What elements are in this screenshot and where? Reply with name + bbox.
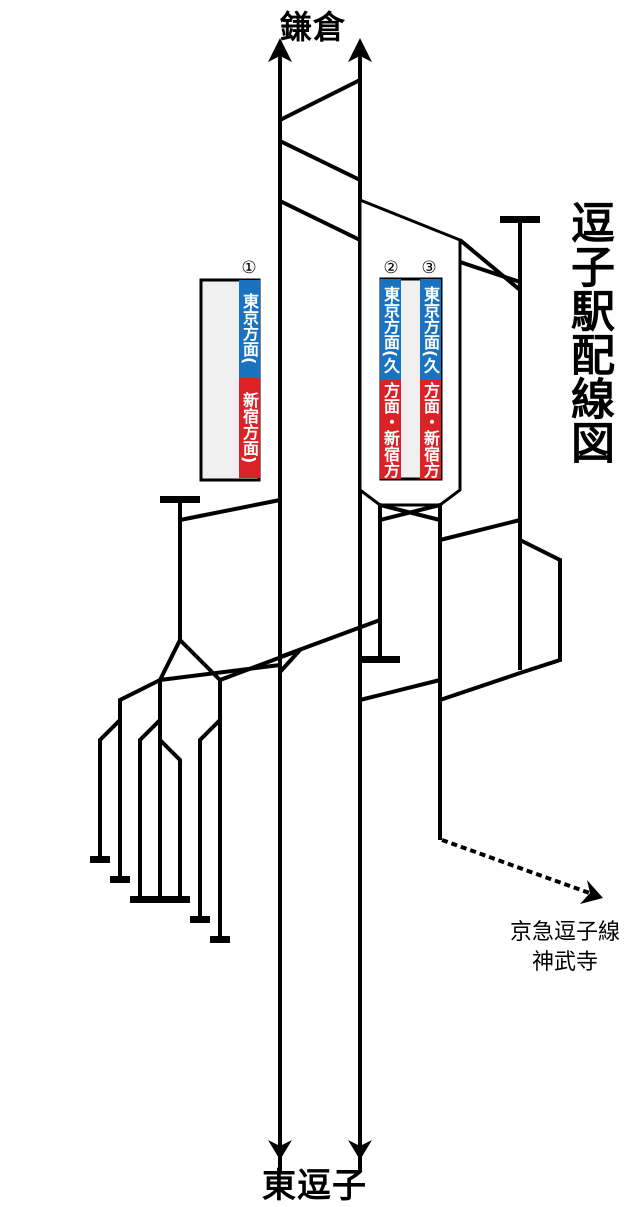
platform-3-sign: 東京方面(久里浜 方面・新宿方面) <box>420 279 441 479</box>
track-to-platform-top <box>458 238 522 292</box>
keikyu-branch-line <box>441 838 596 897</box>
platform-1-sign: 東京方面( 新宿方面) <box>239 280 260 478</box>
branch-line-name: 京急逗子線 <box>509 920 620 945</box>
yard-crossover <box>278 648 302 674</box>
track-3-loop-return <box>439 671 521 702</box>
platform-3-sign-red: 方面・新宿方面) <box>420 380 441 479</box>
buffer-stop-yard-5 <box>210 936 230 943</box>
platform-number-2: ② <box>383 258 399 278</box>
yard-to-track-2 <box>279 618 381 659</box>
yard-track-1 <box>118 678 161 880</box>
branch-label: 京急逗子線 神武寺 <box>490 918 640 978</box>
platform-2-sign-red: 方面・新宿方面) <box>380 380 401 479</box>
buffer-stop-1 <box>160 496 200 503</box>
track-to-siding-right <box>459 260 521 284</box>
platform-2-sign: 東京方面(久里浜 方面・新宿方面) <box>380 279 401 479</box>
yard-lead-1 <box>159 663 281 682</box>
yard-track-4 <box>138 718 162 900</box>
diagram-title: 逗子駅配線図 <box>563 200 614 464</box>
buffer-stop-2 <box>360 656 400 663</box>
track-3-to-siding <box>439 518 521 542</box>
buffer-stop-yard-4 <box>190 916 210 923</box>
x-cross-2 <box>379 503 441 522</box>
yard-track-2 <box>98 718 122 860</box>
arrow-down-2 <box>348 1140 372 1160</box>
crossover-c <box>279 199 361 242</box>
yard-track-7 <box>198 718 222 920</box>
buffer-stop-yard-1 <box>90 856 110 863</box>
arrow-up-1 <box>268 38 292 62</box>
track-1-connect <box>179 498 281 522</box>
buffer-stop-yard-2 <box>110 876 130 883</box>
platform-number-3: ③ <box>421 258 437 278</box>
crossover-a <box>279 78 361 122</box>
station-north-label: 鎌倉 <box>280 8 347 46</box>
keikyu-branch-arrow <box>580 880 603 904</box>
branch-destination: 神武寺 <box>531 950 598 975</box>
buffer-stop-right <box>500 216 540 223</box>
platform-1-sign-blue: 東京方面( <box>239 280 260 378</box>
main-2-to-track-3 <box>359 678 441 702</box>
yard-track-5 <box>158 738 182 900</box>
buffer-stop-yard-3 <box>130 896 190 903</box>
arrow-up-2 <box>348 38 372 62</box>
platform-3-sign-blue: 東京方面(久里浜 <box>420 279 441 380</box>
platform-1-sign-red: 新宿方面) <box>239 378 260 478</box>
right-loop <box>519 538 562 675</box>
crossover-b <box>279 139 361 182</box>
station-south-label: 東逗子 <box>262 1166 367 1206</box>
platform-number-1: ① <box>241 258 257 278</box>
yard-fan-left <box>158 639 182 681</box>
arrow-down-1 <box>268 1140 292 1160</box>
platform-2-sign-blue: 東京方面(久里浜 <box>380 279 401 380</box>
